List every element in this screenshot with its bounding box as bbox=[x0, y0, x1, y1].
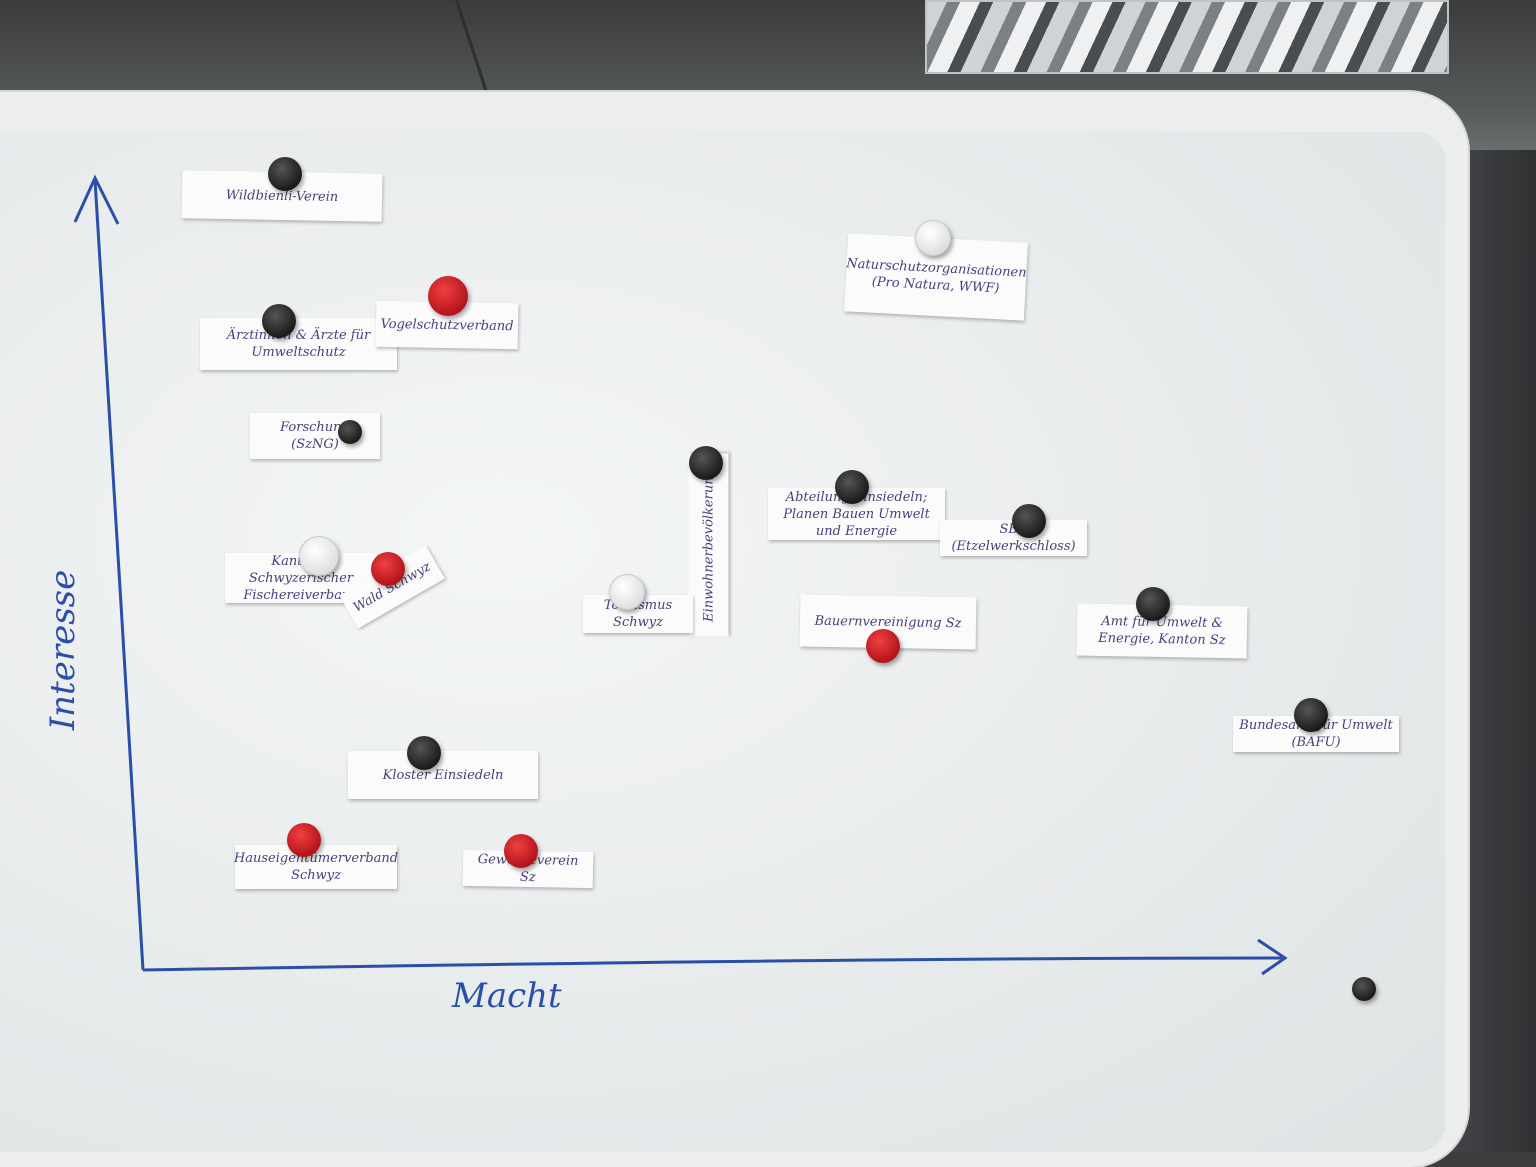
magnet-white bbox=[299, 536, 339, 576]
magnet-red bbox=[428, 276, 468, 316]
y-axis-arrowhead bbox=[73, 174, 120, 225]
stakeholder-note-einwohner: Einwohnerbevölkerung bbox=[688, 453, 729, 637]
x-axis-line bbox=[142, 956, 1284, 972]
stakeholder-note-hauseigentuemer: Hauseigentümerverband Schwyz bbox=[234, 845, 398, 889]
magnet-red bbox=[866, 629, 900, 663]
magnet-black bbox=[835, 470, 869, 504]
magnet-red bbox=[287, 823, 321, 857]
y-axis-line bbox=[93, 179, 145, 971]
ceiling-lamp bbox=[925, 0, 1449, 74]
x-axis-arrowhead bbox=[1257, 938, 1288, 976]
magnet-black bbox=[338, 420, 362, 444]
stakeholder-note-aerzte: Ärztinnen & Ärzte für Umweltschutz bbox=[200, 318, 397, 370]
magnet-white bbox=[609, 574, 645, 610]
magnet-black bbox=[1136, 587, 1170, 621]
magnet-black bbox=[1294, 698, 1328, 732]
magnet-white bbox=[915, 220, 951, 256]
magnet-black bbox=[1352, 977, 1376, 1001]
stakeholder-note-abteilung: Abteilung Einsiedeln; Planen Bauen Umwel… bbox=[768, 488, 945, 540]
y-axis-label: Interesse bbox=[43, 569, 83, 731]
magnet-black bbox=[262, 304, 296, 338]
magnet-black bbox=[268, 157, 302, 191]
magnet-black bbox=[407, 736, 441, 770]
x-axis-label: Macht bbox=[452, 976, 562, 1016]
magnet-red bbox=[371, 552, 405, 586]
magnet-black bbox=[689, 446, 723, 480]
magnet-red bbox=[504, 834, 538, 868]
stakeholder-note-kloster: Kloster Einsiedeln bbox=[348, 751, 538, 799]
magnet-black bbox=[1012, 504, 1046, 538]
